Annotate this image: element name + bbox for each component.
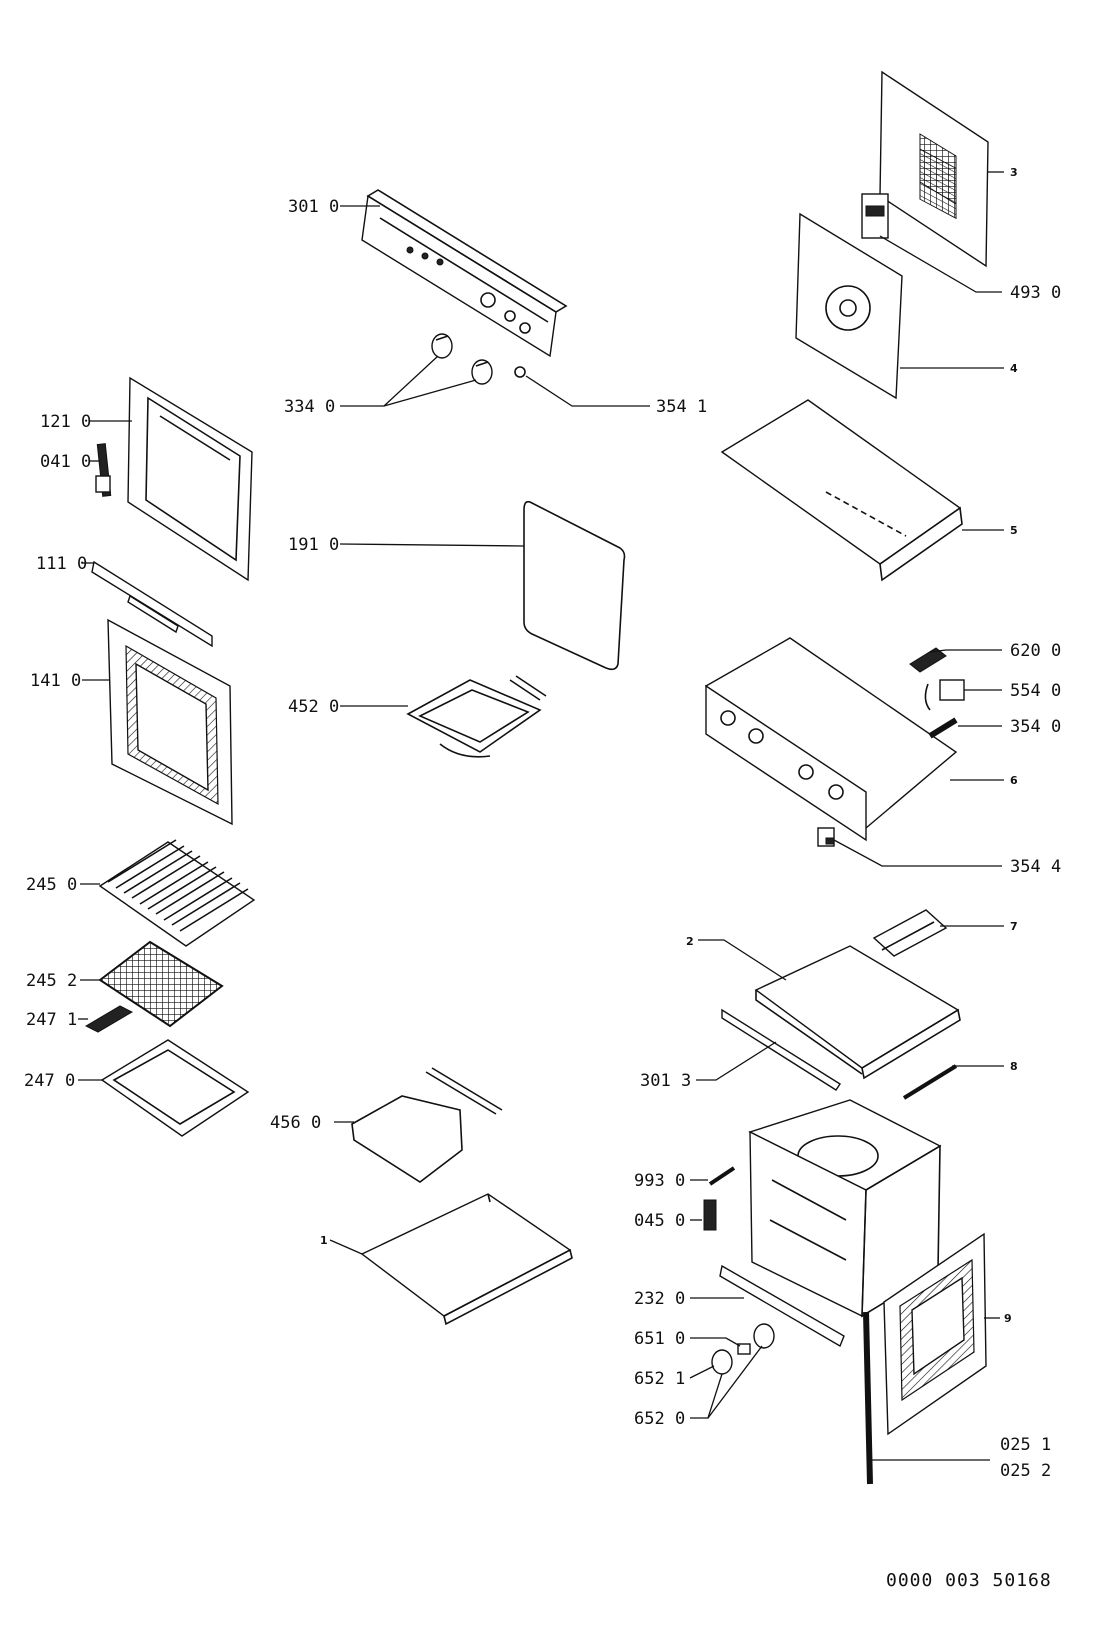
drawing-code: 0000 003 50168 bbox=[886, 1570, 1052, 1591]
spindle-part bbox=[817, 827, 835, 847]
screw-part bbox=[708, 1166, 736, 1186]
latch-part bbox=[703, 1199, 717, 1231]
control-box-part bbox=[704, 637, 958, 842]
label-111-0: 111 0 bbox=[36, 554, 87, 574]
label-191-0: 191 0 bbox=[288, 535, 339, 555]
oven-door-part bbox=[127, 376, 253, 582]
label-025-2: 025 2 bbox=[1000, 1461, 1051, 1481]
tray-handle-part bbox=[84, 1005, 134, 1033]
door-frame-part bbox=[883, 1232, 987, 1436]
bottom-plate-part bbox=[360, 1193, 573, 1326]
label-9: 9 bbox=[1004, 1312, 1012, 1325]
label-993-0: 993 0 bbox=[634, 1171, 685, 1191]
terminal-block-part bbox=[909, 647, 947, 673]
label-354-1: 354 1 bbox=[656, 397, 707, 417]
label-3: 3 bbox=[1010, 166, 1018, 179]
label-301-0: 301 0 bbox=[288, 197, 339, 217]
grill-grid-part bbox=[98, 940, 224, 1028]
rail-part bbox=[902, 1064, 958, 1100]
label-2: 2 bbox=[686, 935, 694, 948]
label-334-0: 334 0 bbox=[284, 397, 335, 417]
knob-part bbox=[431, 333, 493, 385]
label-652-0: 652 0 bbox=[634, 1409, 685, 1429]
label-141-0: 141 0 bbox=[30, 671, 81, 691]
label-1: 1 bbox=[320, 1234, 328, 1247]
label-651-0: 651 0 bbox=[634, 1329, 685, 1349]
fan-motor-part bbox=[861, 193, 889, 239]
knob-bushing-part bbox=[737, 1323, 775, 1355]
switch-part bbox=[924, 679, 965, 711]
fan-cover-part bbox=[795, 212, 903, 400]
back-panel-part bbox=[879, 70, 989, 268]
door-handle-part bbox=[91, 560, 213, 648]
label-045-0: 045 0 bbox=[634, 1211, 685, 1231]
heating-element-part bbox=[406, 675, 547, 758]
top-cover-part bbox=[720, 399, 963, 582]
label-354-4: 354 4 bbox=[1010, 857, 1061, 877]
lower-element-part bbox=[351, 1067, 503, 1183]
bracket-part bbox=[872, 909, 948, 957]
label-247-1: 247 1 bbox=[26, 1010, 77, 1030]
control-knob-part bbox=[711, 1349, 733, 1375]
oven-cavity-part bbox=[748, 1099, 942, 1318]
label-8: 8 bbox=[1010, 1060, 1018, 1073]
side-strip-part bbox=[721, 1008, 841, 1091]
side-panel-part bbox=[754, 945, 961, 1080]
label-041-0: 041 0 bbox=[40, 452, 91, 472]
label-232-0: 232 0 bbox=[634, 1289, 685, 1309]
label-554-0: 554 0 bbox=[1010, 681, 1061, 701]
label-452-0: 452 0 bbox=[288, 697, 339, 717]
label-301-3: 301 3 bbox=[640, 1071, 691, 1091]
label-493-0: 493 0 bbox=[1010, 283, 1061, 303]
baking-tray-part bbox=[100, 1039, 250, 1137]
lower-trim-part bbox=[719, 1264, 845, 1348]
label-7: 7 bbox=[1010, 920, 1018, 933]
door-strip-part bbox=[863, 1311, 873, 1485]
door-glass-part bbox=[107, 618, 233, 826]
label-5: 5 bbox=[1010, 524, 1018, 537]
label-245-0: 245 0 bbox=[26, 875, 77, 895]
label-025-1: 025 1 bbox=[1000, 1435, 1051, 1455]
door-hinge-part bbox=[95, 443, 112, 497]
label-652-1: 652 1 bbox=[634, 1369, 685, 1389]
label-354-0: 354 0 bbox=[1010, 717, 1061, 737]
wire-rack-part bbox=[98, 839, 256, 947]
door-gasket-part bbox=[523, 500, 626, 671]
label-121-0: 121 0 bbox=[40, 412, 91, 432]
label-4: 4 bbox=[1010, 362, 1018, 375]
lamp-holder-part bbox=[928, 717, 958, 739]
label-6: 6 bbox=[1010, 774, 1018, 787]
label-245-2: 245 2 bbox=[26, 971, 77, 991]
label-620-0: 620 0 bbox=[1010, 641, 1061, 661]
cap-part bbox=[514, 366, 526, 378]
control-panel-part bbox=[361, 189, 568, 358]
label-456-0: 456 0 bbox=[270, 1113, 321, 1133]
label-247-0: 247 0 bbox=[24, 1071, 75, 1091]
